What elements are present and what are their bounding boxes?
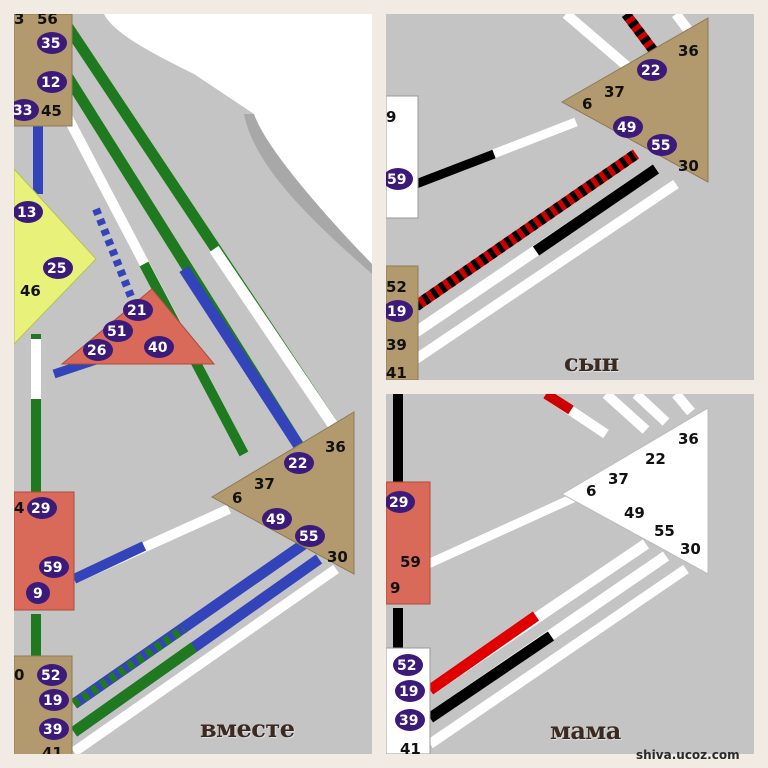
gate-label: 45 [41, 102, 62, 120]
gate-badge: 13 [17, 205, 36, 221]
gate-badge: 25 [47, 261, 66, 277]
gate-label: 49 [624, 504, 645, 522]
gate-badge: 51 [107, 324, 126, 340]
chart-son: 36 22 37 6 49 55 30 9 59 52 19 39 41 [386, 14, 709, 380]
gate-label: 36 [325, 438, 346, 456]
gate-badge: 39 [399, 713, 418, 729]
gate-badge: 55 [299, 529, 318, 545]
gate-label: 41 [42, 744, 63, 754]
gate-label: 39 [386, 336, 407, 354]
gate-label: 6 [582, 95, 592, 113]
gate-badge: 26 [87, 343, 106, 359]
chart-together: 3 56 35 12 33 45 13 25 46 21 51 26 40 [14, 14, 372, 754]
gate-label: 9 [390, 579, 400, 597]
gate-badge: 19 [43, 693, 62, 709]
gate-badge: 49 [617, 120, 636, 136]
gate-badge: 55 [651, 138, 670, 154]
gate-label: 55 [654, 522, 675, 540]
gate-label: 37 [608, 470, 629, 488]
panel-mom: 36 22 37 6 49 55 30 29 59 9 52 19 39 41 … [386, 394, 754, 754]
gate-label: 6 [232, 489, 242, 507]
gate-badge: 35 [41, 36, 60, 52]
gate-label: 22 [645, 450, 666, 468]
panel-son: 36 22 37 6 49 55 30 9 59 52 19 39 41 сын [386, 14, 754, 380]
gate-label: 59 [400, 553, 421, 571]
gate-label: 56 [37, 14, 58, 28]
gate-badge: 19 [387, 304, 406, 320]
watermark: shiva.ucoz.com [636, 748, 740, 762]
caption-mom: мама [550, 716, 621, 745]
gate-label: 52 [386, 278, 407, 296]
gate-badge: 33 [14, 103, 32, 119]
gate-label: 30 [680, 540, 701, 558]
gate-badge: 22 [641, 63, 660, 79]
gate-badge: 39 [43, 722, 62, 738]
gate-label: 37 [604, 83, 625, 101]
gate-label: 41 [386, 364, 407, 380]
gate-label: 37 [254, 475, 275, 493]
gate-label: 9 [386, 108, 396, 126]
gate-label: 0 [14, 666, 24, 684]
caption-son: сын [564, 348, 619, 377]
gate-badge: 22 [288, 456, 307, 472]
gate-badge: 29 [31, 501, 50, 517]
gate-badge: 21 [127, 303, 146, 319]
gate-badge: 52 [397, 658, 416, 674]
gate-badge: 59 [387, 172, 406, 188]
gate-badge: 40 [148, 340, 168, 356]
gate-badge: 12 [41, 75, 60, 91]
panel-together: 3 56 35 12 33 45 13 25 46 21 51 26 40 [14, 14, 372, 754]
gate-badge: 59 [43, 560, 62, 576]
gate-label: 30 [327, 548, 348, 566]
gate-label: 41 [400, 740, 421, 754]
gate-label: 30 [678, 157, 699, 175]
gate-badge: 9 [33, 586, 43, 602]
gate-label: 36 [678, 430, 699, 448]
gate-badge: 19 [399, 684, 418, 700]
gate-label: 36 [678, 42, 699, 60]
gate-badge: 52 [41, 668, 60, 684]
gate-badge: 29 [389, 495, 408, 511]
gate-label: 46 [20, 282, 41, 300]
caption-together: вместе [200, 714, 295, 743]
gate-label: 3 [14, 14, 24, 28]
chart-mom: 36 22 37 6 49 55 30 29 59 9 52 19 39 41 [386, 394, 709, 754]
gate-badge: 49 [266, 512, 285, 528]
gate-label: 6 [586, 482, 596, 500]
gate-label: 4 [14, 499, 24, 517]
